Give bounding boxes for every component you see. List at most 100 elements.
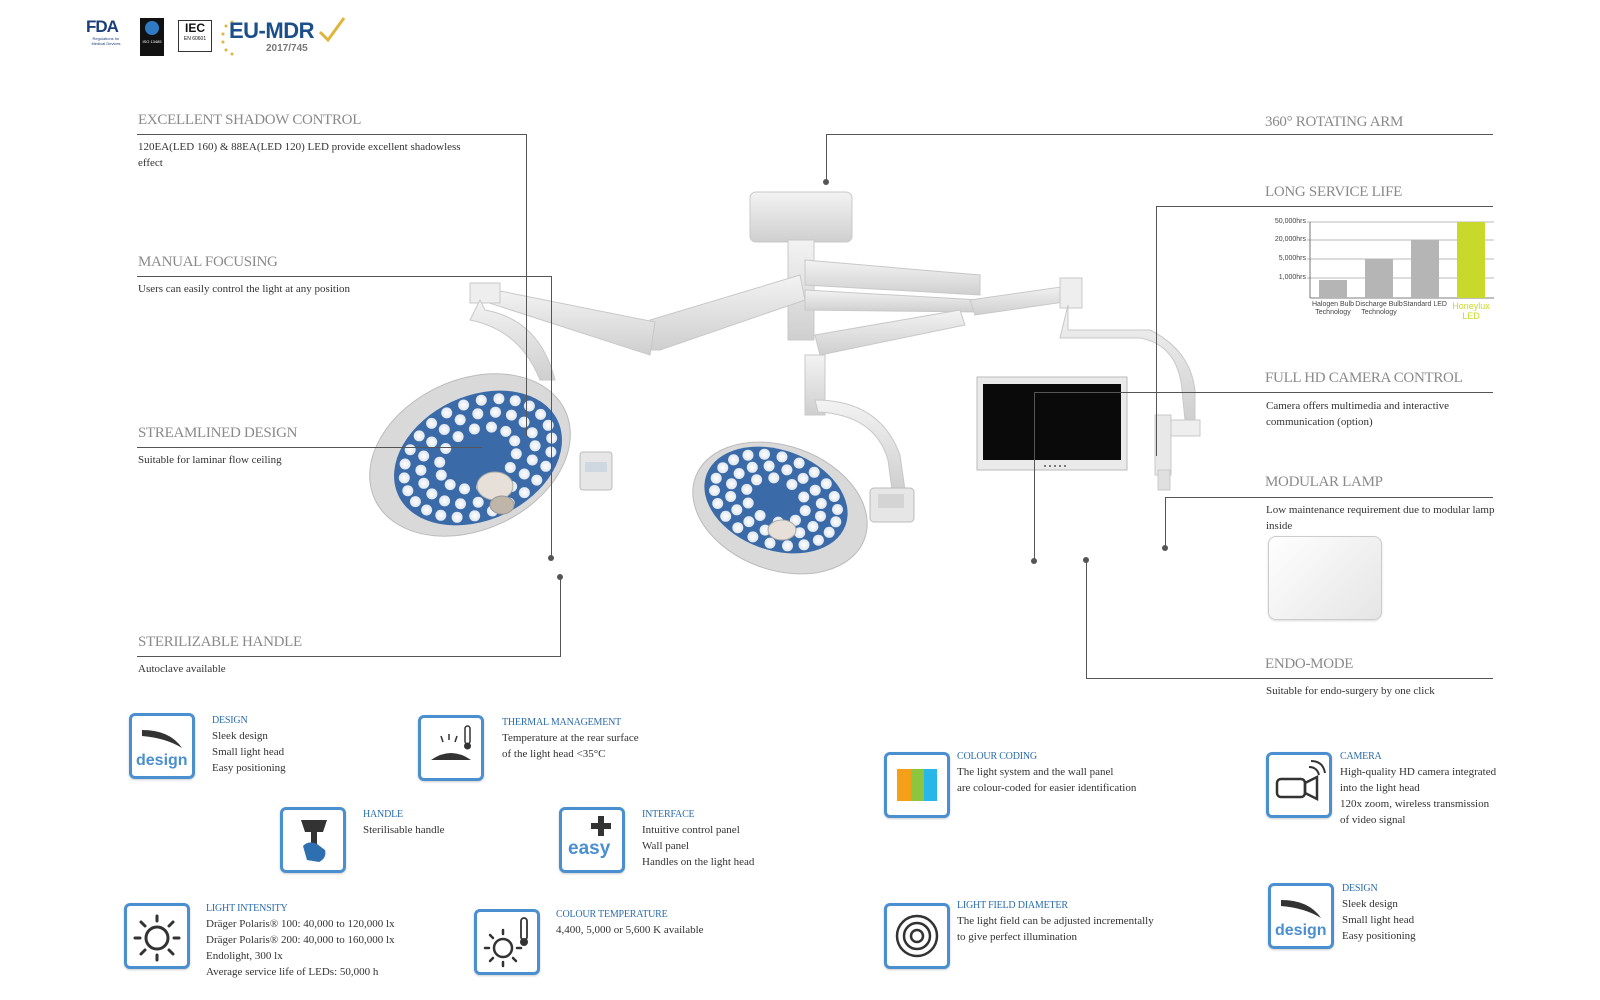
- concentric-circles-icon: [884, 903, 950, 969]
- icon-feature-title: DESIGN: [1342, 883, 1378, 894]
- led: [828, 491, 840, 502]
- led: [798, 491, 810, 503]
- led: [490, 406, 501, 418]
- led: [545, 446, 557, 458]
- easy-plus-icon: easy: [559, 807, 625, 873]
- led: [743, 516, 755, 528]
- led: [509, 435, 521, 447]
- callout-dot: [1162, 545, 1168, 551]
- chart-bar: [1411, 240, 1439, 298]
- led: [458, 399, 470, 411]
- modular-lamp-panel: [1268, 536, 1382, 620]
- feature-desc: 120EA(LED 160) & 88EA(LED 120) LED provi…: [138, 141, 461, 169]
- callout-line: [826, 134, 1493, 135]
- chart-category-label: Standard LED: [1403, 301, 1447, 308]
- callout-line: [1156, 206, 1493, 207]
- led: [764, 537, 776, 549]
- led: [733, 468, 745, 479]
- led: [418, 450, 430, 462]
- chart-bar: [1457, 222, 1485, 298]
- callout-line: [826, 134, 827, 182]
- chart-bar: [1319, 280, 1347, 298]
- led: [526, 454, 538, 466]
- feature-title: LONG SERVICE LIFE: [1265, 184, 1403, 200]
- callout-line: [1034, 392, 1035, 560]
- callout-dot: [1031, 558, 1037, 564]
- chart-category-label: Discharge Bulb Technology: [1355, 301, 1403, 316]
- callout-line: [1086, 678, 1493, 679]
- led: [426, 436, 438, 448]
- icon-feature-handle: HANDLE Sterilisable handle: [363, 809, 445, 836]
- led: [439, 495, 451, 507]
- feature-title: STERILIZABLE HANDLE: [138, 634, 302, 650]
- icon-feature-title: COLOUR TEMPERATURE: [556, 909, 668, 920]
- led: [815, 510, 826, 522]
- led: [747, 531, 759, 543]
- led: [409, 496, 421, 508]
- feature-title: MANUAL FOCUSING: [138, 254, 278, 270]
- led: [475, 394, 487, 406]
- led: [444, 479, 456, 491]
- feature-title: STREAMLINED DESIGN: [138, 425, 298, 441]
- led: [832, 504, 843, 515]
- design-icon: design: [129, 713, 195, 779]
- led: [759, 448, 770, 460]
- led: [415, 464, 427, 476]
- led: [542, 419, 554, 431]
- led: [486, 421, 497, 433]
- sun-icon: [124, 903, 190, 969]
- chart-tick-label: 20,000hrs: [1274, 236, 1306, 243]
- icon-feature-colour-temperature: COLOUR TEMPERATURE 4,400, 5,000 or 5,600…: [556, 909, 704, 936]
- led: [731, 504, 743, 516]
- led: [504, 462, 516, 473]
- led: [725, 491, 737, 502]
- icon-feature-thermal: THERMAL MANAGEMENT Temperature at the re…: [502, 717, 639, 760]
- led: [720, 510, 732, 522]
- led: [469, 510, 481, 522]
- led: [815, 498, 827, 509]
- icon-feature-title: DESIGN: [212, 715, 248, 726]
- sun-thermometer-icon: [474, 909, 540, 975]
- led: [451, 511, 463, 523]
- led: [820, 478, 832, 490]
- led: [809, 484, 821, 496]
- led: [786, 479, 798, 490]
- led: [438, 424, 450, 435]
- led: [797, 472, 809, 484]
- led: [505, 409, 517, 421]
- led: [728, 454, 740, 466]
- led: [540, 460, 552, 472]
- color-bars-icon: [884, 752, 950, 818]
- callout-dot: [557, 574, 563, 580]
- checkmark-icon: [318, 17, 346, 43]
- led: [746, 461, 758, 473]
- led: [440, 443, 452, 454]
- led: [518, 416, 530, 428]
- callout-line: [1086, 560, 1087, 679]
- callout-line: [551, 276, 552, 558]
- led: [807, 521, 819, 532]
- callout-dot: [548, 555, 554, 561]
- icon-feature-colour-coding: COLOUR CODING The light system and the w…: [957, 751, 1137, 794]
- led: [726, 478, 737, 490]
- led: [472, 496, 484, 508]
- led: [518, 487, 530, 499]
- led: [712, 498, 724, 509]
- chart-category-label: Honeylux LED: [1452, 301, 1490, 321]
- feature-title: FULL HD CAMERA CONTROL: [1265, 370, 1463, 386]
- led: [776, 451, 788, 463]
- callout-dot: [823, 179, 829, 185]
- led: [459, 483, 470, 495]
- feature-title: EXCELLENT SHADOW CONTROL: [138, 112, 362, 128]
- led: [421, 504, 433, 516]
- callout-line: [526, 134, 527, 436]
- icon-feature-design: DESIGN Sleek design Small light head Eas…: [212, 715, 286, 774]
- led: [493, 393, 505, 405]
- icon-feature-title: HANDLE: [363, 809, 403, 820]
- icon-feature-title: LIGHT INTENSITY: [206, 903, 288, 914]
- led: [830, 516, 842, 528]
- icon-feature-camera: CAMERA High-quality HD camera integrated…: [1340, 751, 1497, 826]
- led: [455, 498, 466, 510]
- feature-desc: Suitable for laminar flow ceiling: [138, 454, 282, 466]
